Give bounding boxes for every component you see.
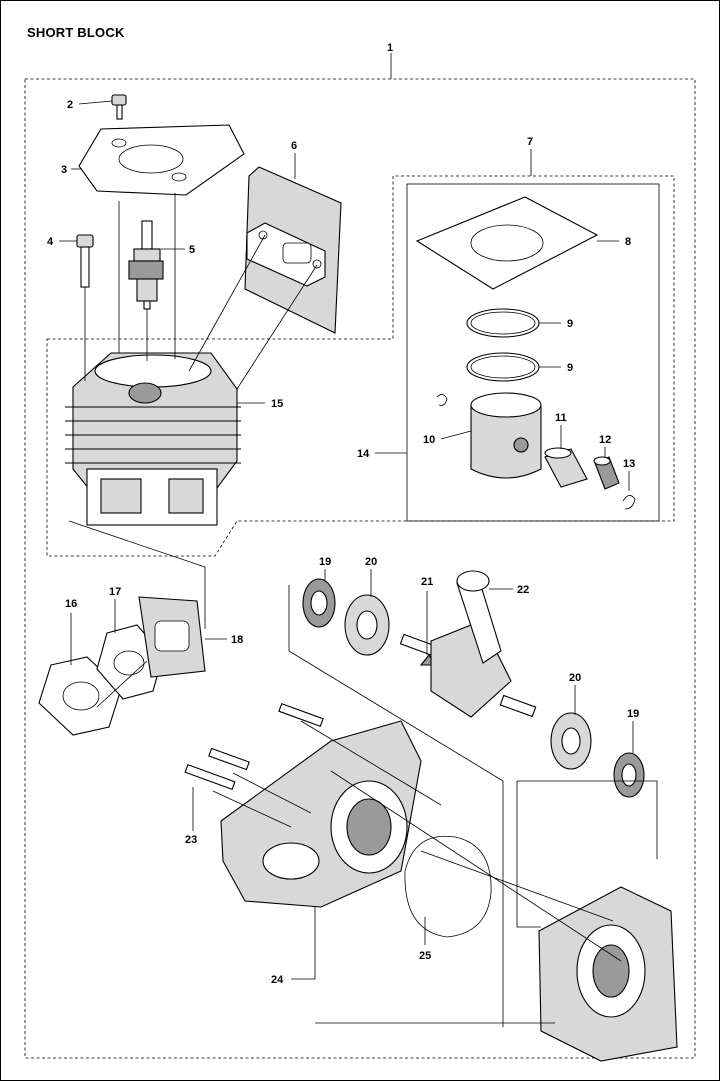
callout-20-left: 20	[365, 556, 377, 568]
gasket-6	[244, 166, 342, 334]
callout-10: 10	[423, 434, 435, 446]
callout-16: 16	[65, 598, 77, 610]
kit-outline	[24, 78, 696, 1059]
callout-23: 23	[185, 834, 197, 846]
callout-15: 15	[271, 398, 283, 410]
piston-ring-9-lower-inner	[470, 355, 536, 379]
heat-shield-3	[78, 124, 245, 196]
piston-10	[470, 392, 542, 479]
bearing-20-right	[550, 712, 592, 770]
callout-12: 12	[599, 434, 611, 446]
piston-ring-9-upper-inner	[470, 311, 536, 335]
piston-kit-box	[406, 183, 660, 522]
needle-bearing-12	[593, 456, 620, 490]
callout-11: 11	[555, 412, 567, 424]
callout-4: 4	[47, 236, 54, 248]
callout-20-right: 20	[569, 672, 581, 684]
callout-3: 3	[61, 164, 67, 176]
crankcase-24-left	[220, 720, 422, 908]
screw-2	[111, 94, 127, 120]
crankshaft-22	[399, 570, 537, 718]
callout-25: 25	[419, 950, 431, 962]
gasket-16	[38, 656, 122, 736]
bearing-20-left	[344, 594, 390, 656]
callout-13: 13	[623, 458, 635, 470]
callout-9-upper: 9	[567, 318, 573, 330]
callout-24: 24	[271, 974, 284, 986]
spark-plug-5	[128, 220, 164, 310]
leader-lines	[59, 53, 634, 980]
gasket-25	[404, 835, 492, 938]
callout-2: 2	[67, 99, 73, 111]
cylinder-15	[65, 352, 241, 526]
callout-5: 5	[189, 244, 195, 256]
gasket-8	[415, 196, 599, 290]
circlip-13	[622, 495, 636, 510]
seal-19-left	[302, 578, 336, 628]
gasket-18	[138, 596, 206, 678]
page-title: SHORT BLOCK	[27, 25, 125, 40]
callout-1: 1	[387, 42, 393, 54]
callout-14: 14	[357, 448, 370, 460]
bolt-4	[76, 234, 94, 288]
callouts: 1 2 3 4 5 6 7 8 9 9 10 11 12 13 14 15 16…	[47, 42, 639, 986]
circlip-10-left	[436, 394, 448, 406]
callout-8: 8	[625, 236, 631, 248]
cylinder-kit-outline	[46, 175, 675, 557]
callout-21: 21	[421, 576, 433, 588]
callout-19-right: 19	[627, 708, 639, 720]
callout-6: 6	[291, 140, 297, 152]
callout-19-left: 19	[319, 556, 331, 568]
callout-18: 18	[231, 634, 243, 646]
callout-17: 17	[109, 586, 121, 598]
piston-pin-11	[544, 447, 588, 488]
crankcase-24-right	[538, 886, 678, 1062]
bolts-23	[184, 703, 324, 791]
callout-22: 22	[517, 584, 529, 596]
seal-19-right	[613, 752, 645, 798]
assembly-lines	[68, 193, 658, 1027]
callout-9-lower: 9	[567, 362, 573, 374]
callout-7: 7	[527, 136, 533, 148]
